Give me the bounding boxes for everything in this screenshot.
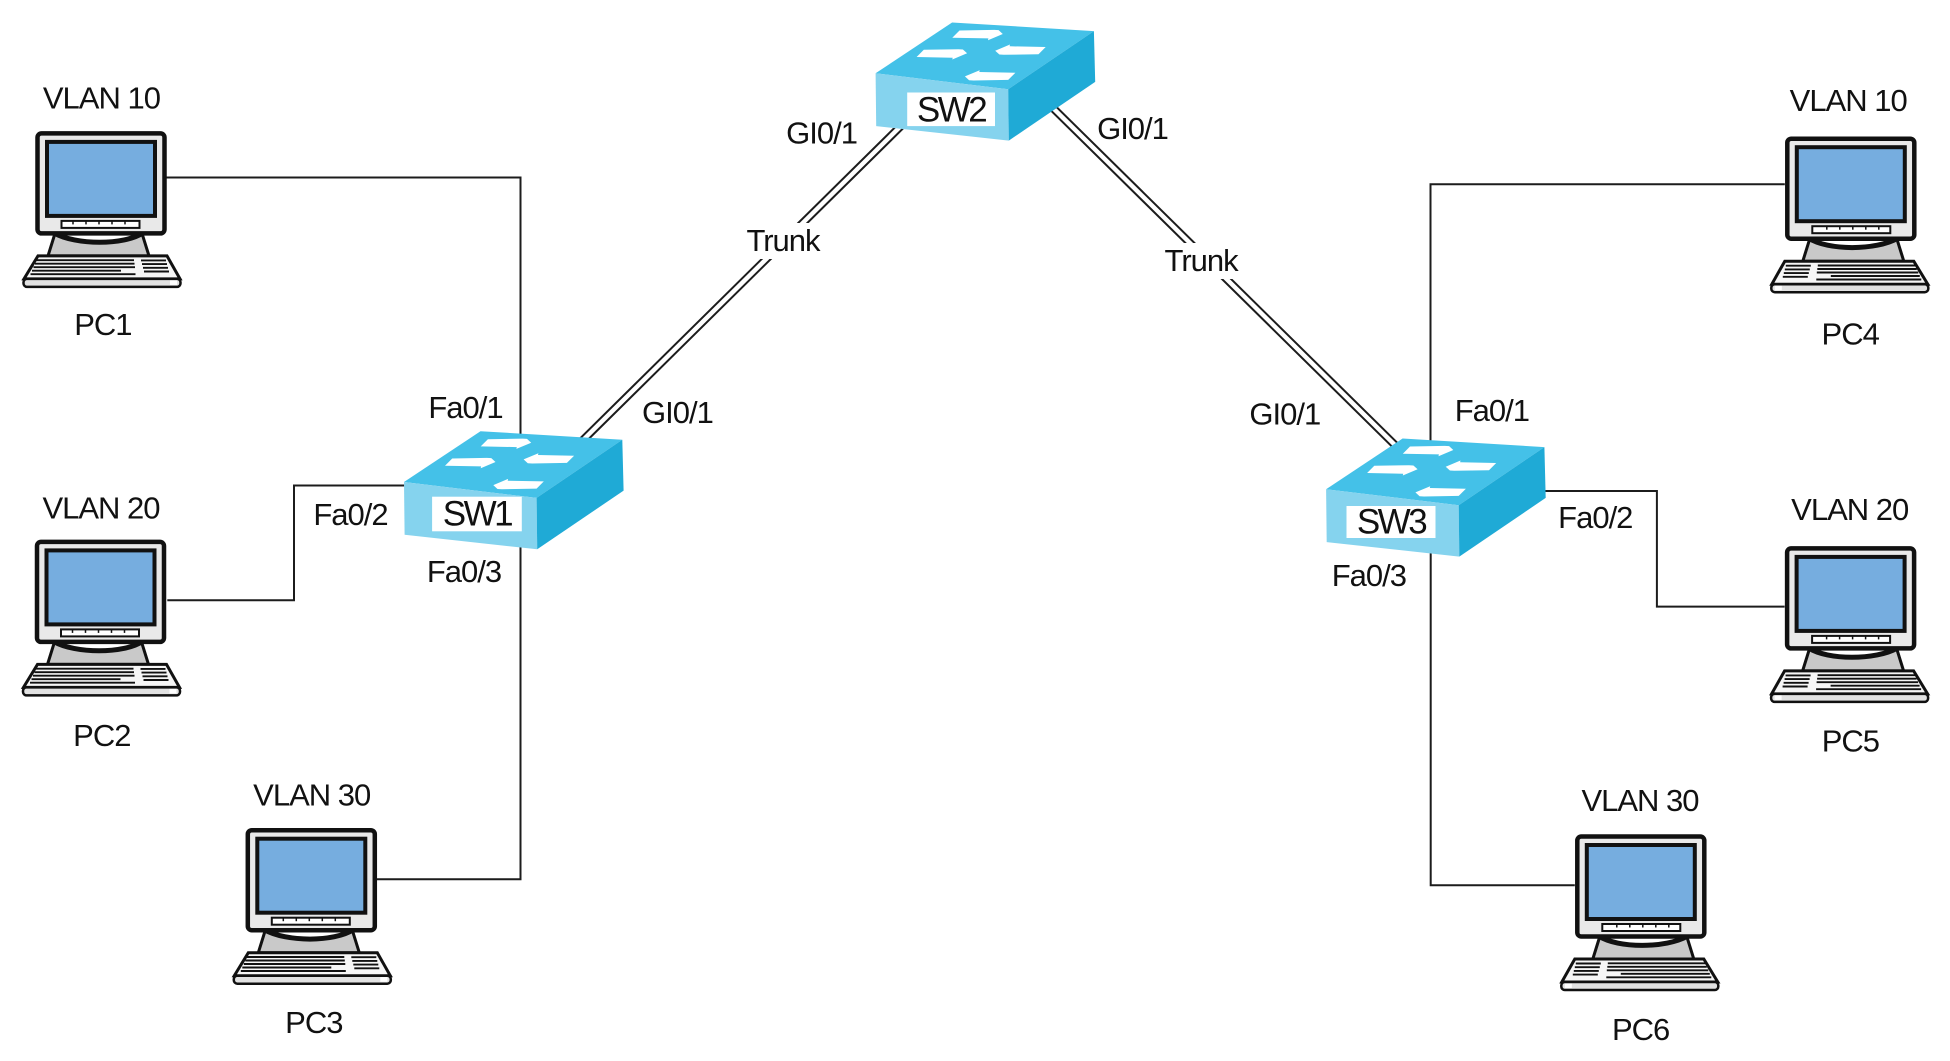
- svg-text:VLAN 20: VLAN 20: [42, 491, 160, 526]
- svg-text:VLAN 30: VLAN 30: [1581, 783, 1699, 818]
- svg-text:SW1: SW1: [443, 495, 512, 534]
- svg-text:VLAN 20: VLAN 20: [1791, 492, 1909, 527]
- svg-text:GI0/1: GI0/1: [1097, 111, 1168, 146]
- svg-text:GI0/1: GI0/1: [642, 395, 713, 430]
- svg-text:VLAN 10: VLAN 10: [43, 80, 161, 115]
- svg-text:Fa0/1: Fa0/1: [428, 390, 502, 425]
- svg-text:PC5: PC5: [1822, 724, 1879, 759]
- svg-text:Fa0/3: Fa0/3: [427, 554, 501, 589]
- svg-text:PC3: PC3: [285, 1005, 342, 1040]
- svg-text:Fa0/2: Fa0/2: [313, 497, 387, 532]
- svg-text:Trunk: Trunk: [1165, 243, 1240, 278]
- svg-text:VLAN 30: VLAN 30: [253, 777, 371, 812]
- svg-text:Fa0/2: Fa0/2: [1558, 500, 1632, 535]
- svg-text:GI0/1: GI0/1: [1249, 397, 1320, 432]
- svg-text:PC4: PC4: [1822, 316, 1880, 351]
- svg-text:Fa0/3: Fa0/3: [1332, 558, 1406, 593]
- svg-text:VLAN 10: VLAN 10: [1790, 83, 1908, 118]
- svg-text:SW3: SW3: [1357, 503, 1426, 542]
- svg-text:SW2: SW2: [917, 91, 986, 130]
- svg-text:Fa0/1: Fa0/1: [1455, 393, 1529, 428]
- svg-text:PC2: PC2: [73, 718, 130, 753]
- svg-text:PC6: PC6: [1612, 1012, 1669, 1047]
- svg-text:GI0/1: GI0/1: [786, 116, 857, 151]
- svg-text:Trunk: Trunk: [746, 223, 821, 258]
- svg-text:PC1: PC1: [74, 307, 131, 342]
